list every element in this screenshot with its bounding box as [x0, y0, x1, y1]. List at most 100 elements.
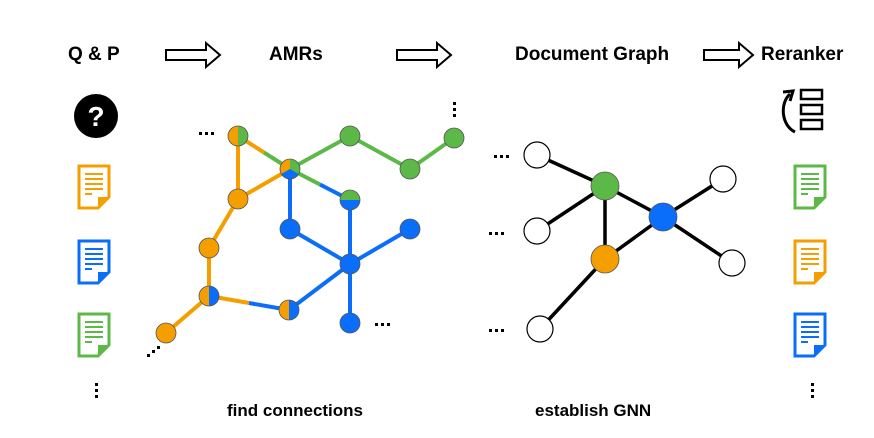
- amr-edge: [287, 262, 352, 312]
- stage-title-amrs: AMRs: [269, 44, 323, 65]
- ellipsis-icon: [489, 329, 504, 332]
- document-outline: [793, 164, 827, 210]
- document-graph-nodes: [523, 141, 746, 343]
- document-line: [85, 268, 92, 270]
- arrow-icon: [703, 40, 755, 70]
- amr-node: [339, 253, 361, 275]
- document-line: [85, 248, 103, 250]
- amr-edge: [288, 227, 352, 266]
- document-line: [801, 188, 819, 190]
- document-line: [801, 258, 819, 260]
- document-fold: [814, 197, 825, 208]
- graph-node-orange: [590, 244, 620, 274]
- document-line: [85, 336, 103, 338]
- amr-edge: [348, 227, 412, 266]
- document-line: [801, 263, 819, 265]
- vertical-ellipsis-icon: [453, 102, 456, 117]
- arrow-icon: [396, 40, 453, 70]
- ellipsis-icon: [375, 323, 390, 326]
- document-line: [85, 173, 103, 175]
- svg-text:?: ?: [87, 101, 104, 132]
- document-line: [801, 321, 819, 323]
- document-line: [85, 263, 103, 265]
- stage-title-document-graph: Document Graph: [515, 44, 670, 65]
- document-line: [801, 253, 819, 255]
- amr-node: [227, 188, 249, 210]
- graph-node-white: [526, 315, 554, 343]
- amr-node: [279, 218, 301, 240]
- amr-node: [278, 299, 300, 321]
- document-line: [801, 331, 819, 333]
- document-outline: [77, 239, 111, 285]
- document-line: [801, 336, 819, 338]
- document-fold: [814, 345, 825, 356]
- ellipsis-icon: [199, 132, 214, 135]
- document-outline: [77, 312, 111, 358]
- amr-node: [443, 127, 465, 149]
- document-line: [801, 193, 808, 195]
- amr-node: [279, 158, 301, 180]
- document-fold: [98, 345, 109, 356]
- amr-edge: [349, 134, 411, 171]
- document-line: [85, 193, 92, 195]
- document-line: [801, 268, 808, 270]
- amr-node: [339, 312, 361, 334]
- vertical-ellipsis-icon: [811, 383, 814, 398]
- document-line: [801, 178, 819, 180]
- document-icon-orange: [793, 239, 827, 285]
- graph-node-blue: [648, 202, 678, 232]
- document-icon-green: [793, 164, 827, 210]
- ellipsis-icon: [489, 232, 504, 235]
- amr-node: [399, 158, 421, 180]
- amr-edge: [289, 134, 351, 171]
- graph-edge: [538, 257, 607, 331]
- amr-node: [399, 218, 421, 240]
- amr-node: [227, 125, 249, 147]
- document-line: [801, 326, 819, 328]
- graph-node-white: [523, 217, 551, 245]
- document-line: [85, 331, 103, 333]
- amr-node: [339, 125, 361, 147]
- document-line: [85, 183, 103, 185]
- document-fold: [814, 272, 825, 283]
- amr-node: [339, 189, 361, 211]
- vertical-ellipsis-icon: [95, 383, 98, 398]
- document-outline: [77, 164, 111, 210]
- amr-graph-nodes: [155, 125, 465, 344]
- caption-find-connections: find connections: [227, 401, 363, 420]
- document-icon-blue: [77, 239, 111, 285]
- caption-establish-gnn: establish GNN: [535, 401, 652, 420]
- document-line: [85, 178, 103, 180]
- graph-node-white: [523, 141, 551, 169]
- document-line: [85, 258, 103, 260]
- graph-node-green: [590, 171, 620, 201]
- ellipsis-icon: [494, 155, 509, 158]
- document-fold: [98, 197, 109, 208]
- graph-node-white: [709, 165, 737, 193]
- arrow-icon: [165, 40, 222, 70]
- document-line: [85, 321, 103, 323]
- document-line: [85, 188, 103, 190]
- document-icon-green: [77, 312, 111, 358]
- diagonal-ellipsis-icon: [147, 346, 160, 357]
- amr-node: [198, 237, 220, 259]
- document-icon-orange: [77, 164, 111, 210]
- question-icon: ?: [74, 94, 118, 138]
- stage-title-reranker: Reranker: [761, 44, 844, 65]
- document-line: [85, 253, 103, 255]
- document-line: [85, 326, 103, 328]
- document-line: [801, 341, 808, 343]
- rerank-icon: [781, 88, 824, 134]
- document-line: [85, 341, 92, 343]
- stage-title-qp: Q & P: [68, 44, 120, 65]
- document-outline: [793, 239, 827, 285]
- document-outline: [793, 312, 827, 358]
- document-line: [801, 248, 819, 250]
- amr-node: [155, 322, 177, 344]
- graph-node-white: [718, 249, 746, 277]
- document-fold: [98, 272, 109, 283]
- document-graph-edges: [536, 153, 733, 331]
- document-line: [801, 173, 819, 175]
- document-line: [801, 183, 819, 185]
